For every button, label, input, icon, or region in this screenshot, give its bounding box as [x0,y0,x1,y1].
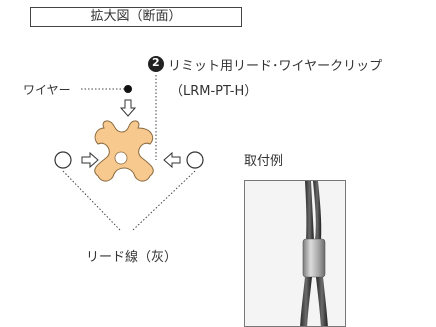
lead-leader-left [62,170,121,231]
lead-leader-right [132,170,196,231]
wire-dot [124,85,132,93]
cable-lower-b [316,277,328,326]
lead-wire-left [54,151,72,169]
product-name: リミット用リード･ワイヤークリップ [168,59,383,74]
cable-upper-b [313,181,322,241]
arrow-left-icon [163,151,181,169]
clip-shape [94,120,154,182]
arrow-right-icon [81,151,99,169]
wire-label: ワイヤー [23,83,71,97]
arrow-down-icon [119,99,137,117]
cable-lower-a [300,277,312,326]
diagram-title: 拡大図（断面） [30,7,242,27]
callout-number: 2 [152,56,160,69]
cable-upper-a [305,181,314,241]
product-model: （LRM-PT-H） [170,84,258,99]
example-label: 取付例 [244,154,284,169]
lead-label: リード線（灰） [86,250,178,265]
example-photo [244,180,346,327]
callout-number-badge [148,56,164,72]
clip-sleeve [302,238,326,278]
example-photo-drawing [245,181,345,326]
lead-wire-right [186,151,204,169]
clip-center-hole [114,151,128,165]
